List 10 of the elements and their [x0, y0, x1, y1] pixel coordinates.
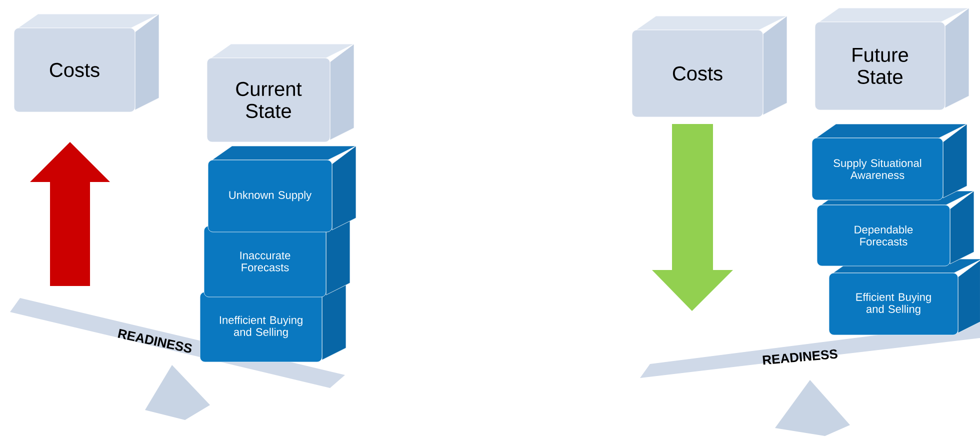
block: Future State — [814, 8, 970, 110]
block: Inaccurate Forecasts — [204, 212, 350, 298]
block: Supply Situational Awareness — [812, 124, 968, 200]
block: Costs — [632, 16, 788, 118]
block: Current State — [206, 44, 354, 142]
block: Costs — [14, 14, 160, 112]
block: Efficient Buying and Selling — [828, 258, 980, 336]
block: Unknown Supply — [208, 146, 356, 232]
block: Inefficient Buying and Selling — [200, 278, 346, 362]
scale-label: READINESS — [762, 349, 838, 365]
